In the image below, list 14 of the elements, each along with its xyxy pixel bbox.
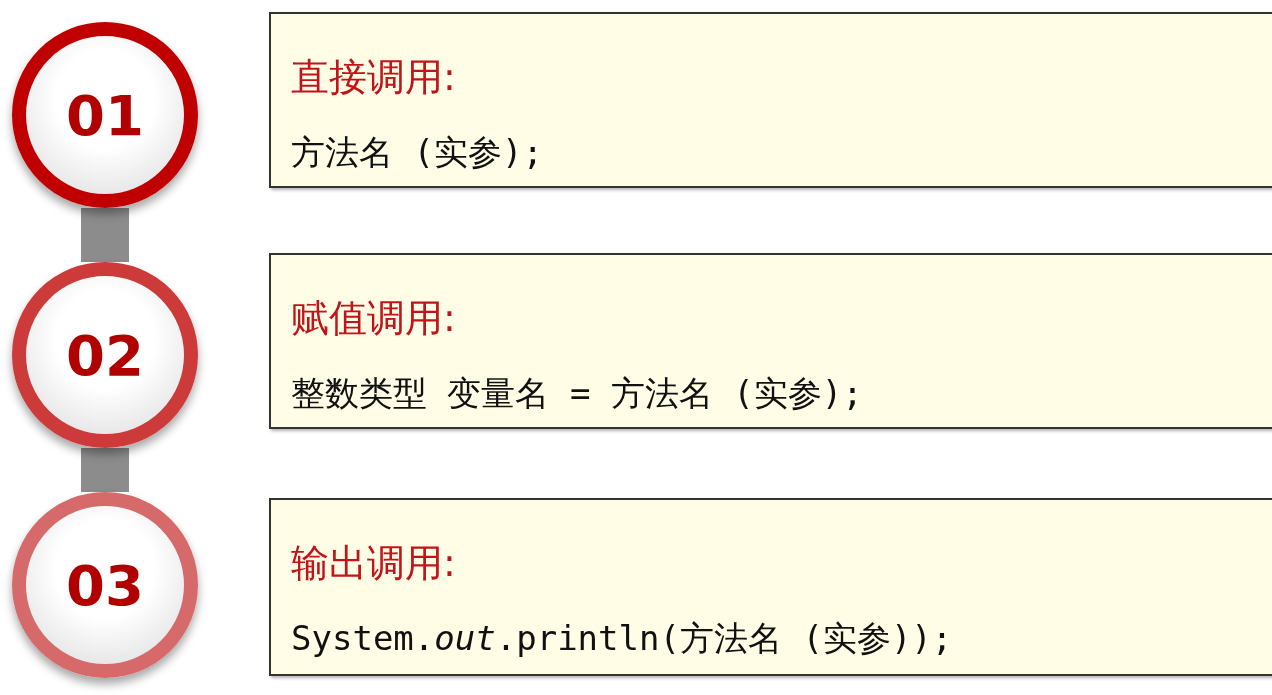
content-box xyxy=(269,12,1272,188)
step-number: 02 xyxy=(66,322,144,388)
connector-bar xyxy=(81,448,129,492)
heading: 赋值调用: xyxy=(291,295,456,342)
connector-bar xyxy=(81,208,129,262)
heading: 输出调用: xyxy=(291,540,456,587)
heading: 直接调用: xyxy=(291,54,456,101)
step-number: 03 xyxy=(66,552,144,618)
code-line: System.out.println(方法名 (实参)); xyxy=(291,617,953,660)
content-box xyxy=(269,253,1272,429)
step-number: 01 xyxy=(66,82,144,148)
content-box xyxy=(269,498,1272,676)
code-line: 方法名 (实参); xyxy=(291,131,543,174)
code-line: 整数类型 变量名 = 方法名 (实参); xyxy=(291,372,863,415)
